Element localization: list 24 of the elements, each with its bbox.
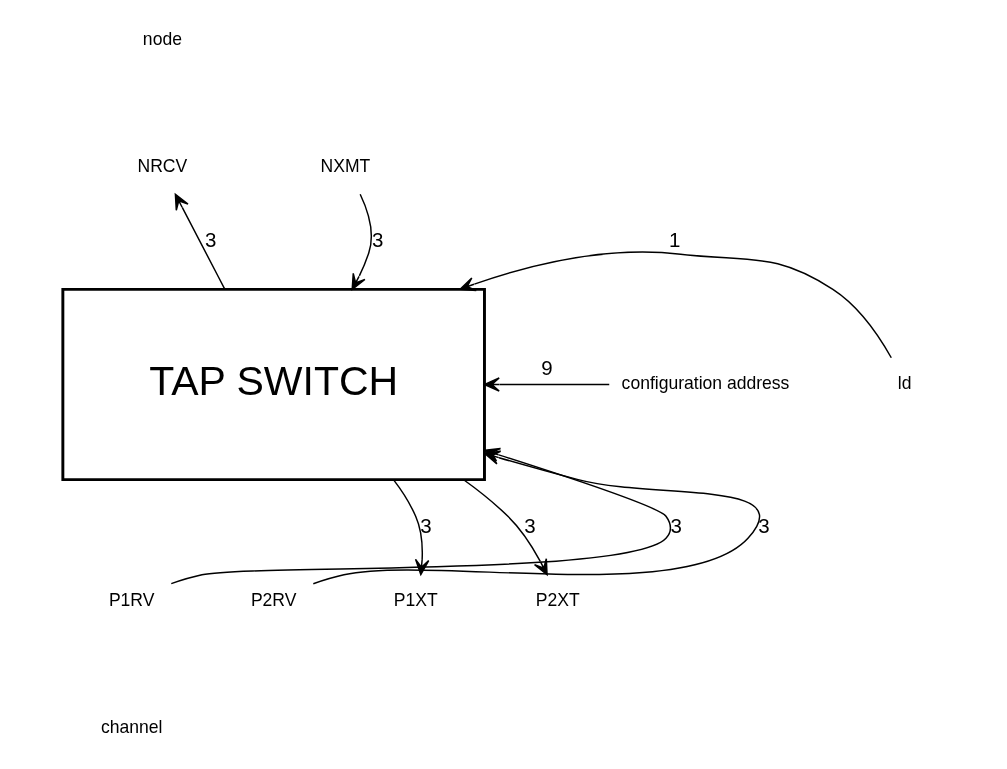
edge-label: 3 <box>670 513 682 537</box>
label: node <box>142 29 182 50</box>
node-text: P1RV <box>108 589 155 610</box>
node-text: P1XT <box>393 589 438 610</box>
node-text: NRCV <box>137 156 188 177</box>
node-text: P2XT <box>535 589 580 610</box>
label: channel <box>100 717 163 738</box>
node-box: TAP SWITCH <box>61 287 486 482</box>
node-text: ld <box>897 373 912 394</box>
arrow <box>174 193 226 290</box>
node-text: NXMT <box>320 156 371 177</box>
edge-label: 1 <box>669 228 681 252</box>
arrow <box>483 377 610 392</box>
edge-label: 3 <box>758 513 770 537</box>
node-text: P2RV <box>250 589 297 610</box>
edge-label: 3 <box>371 228 384 252</box>
edge-label: 3 <box>420 513 432 537</box>
arrow <box>351 193 372 291</box>
edge-label: 3 <box>205 228 217 252</box>
arrow <box>312 450 761 585</box>
edge-label: 9 <box>541 355 553 379</box>
node-text: configuration address <box>621 373 790 394</box>
edge-label: 3 <box>524 513 536 537</box>
arrow <box>459 251 893 359</box>
